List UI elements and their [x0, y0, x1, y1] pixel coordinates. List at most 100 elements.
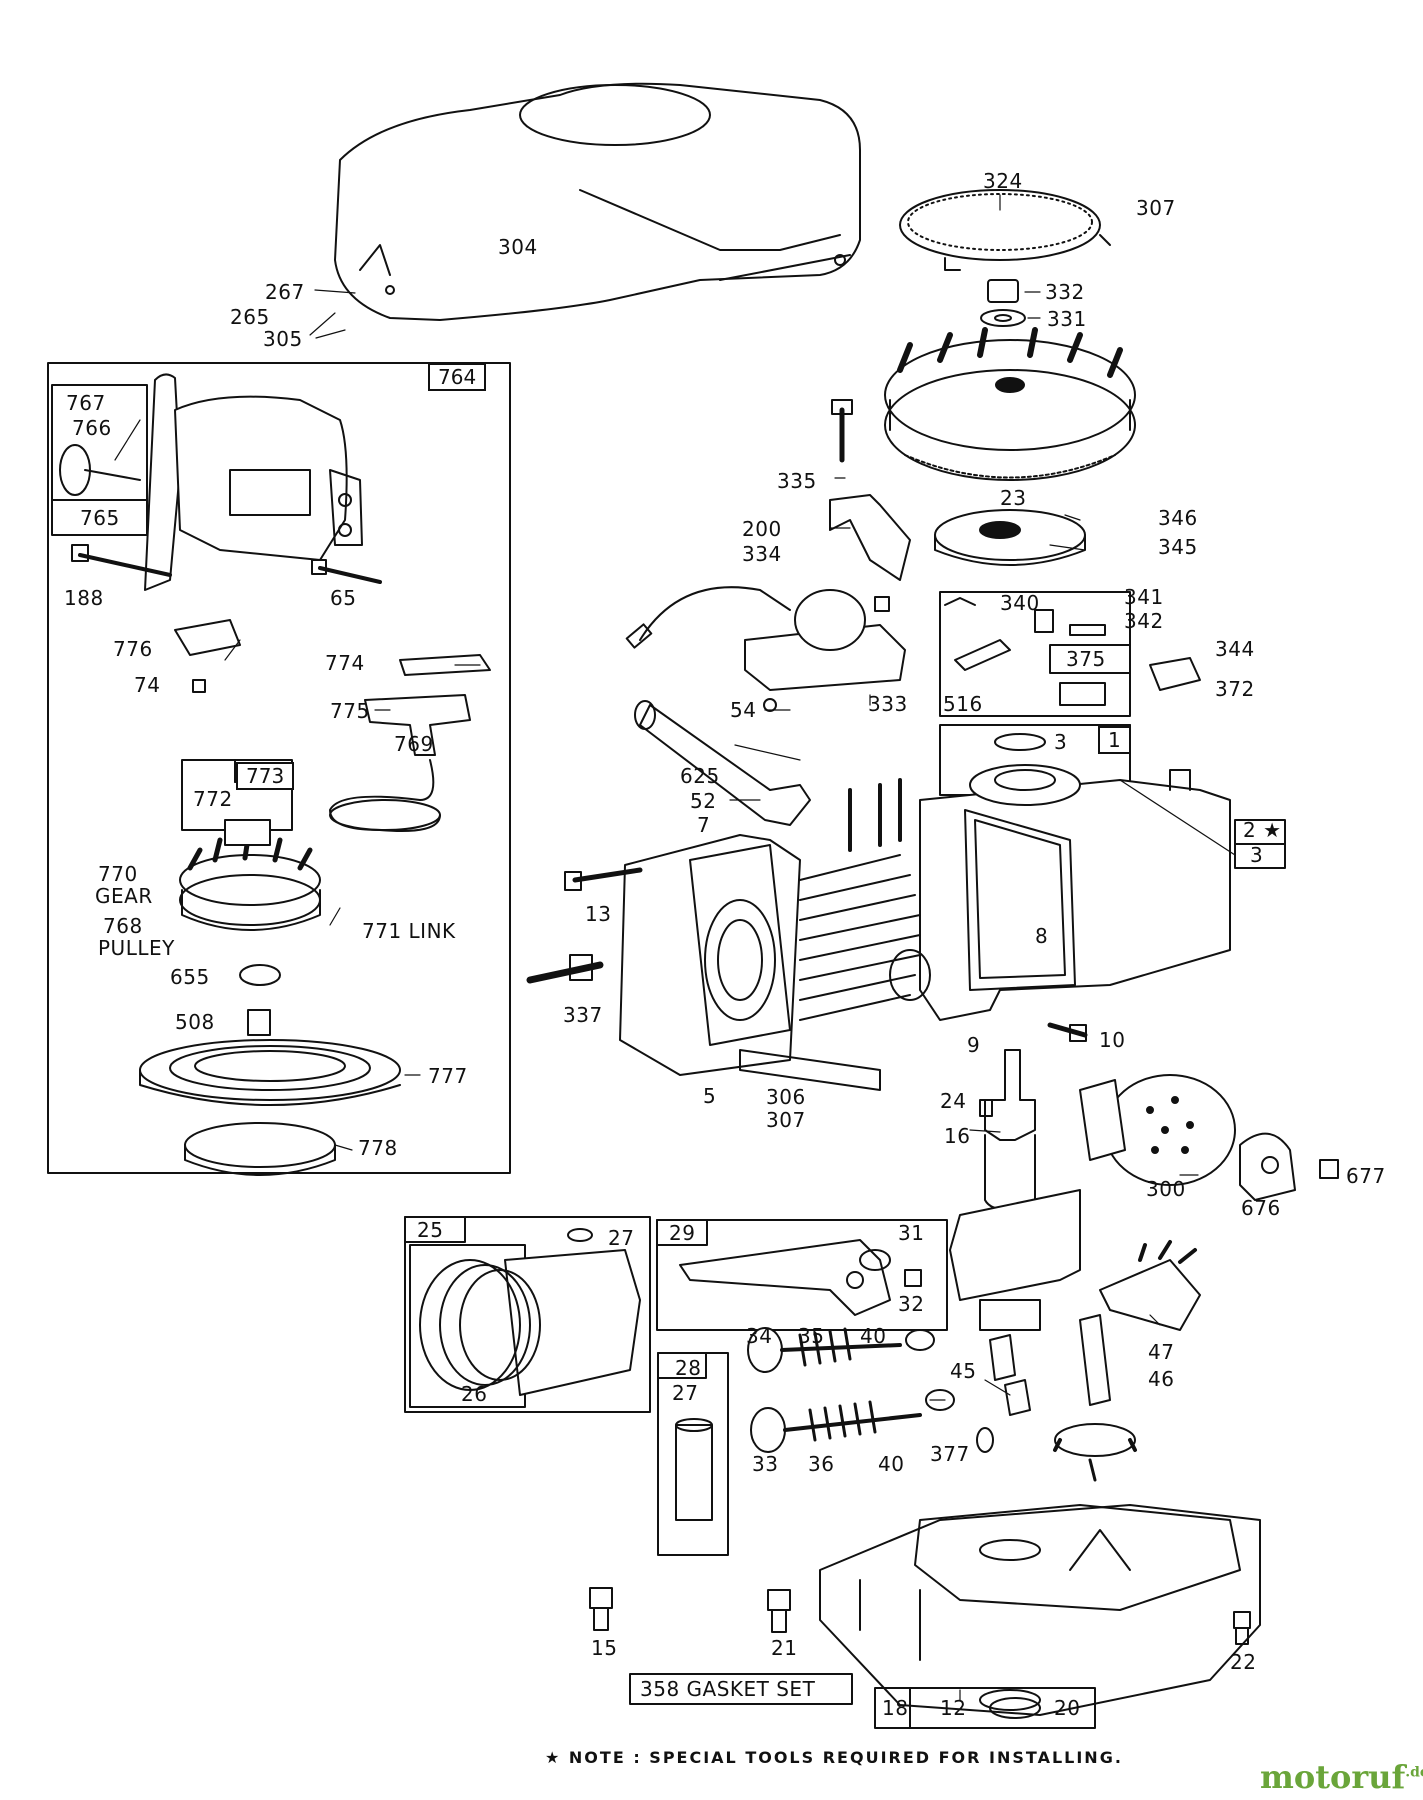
part-label-677: 677	[1346, 1164, 1386, 1188]
wrist-pin-box-drawing	[657, 1352, 729, 1556]
rewind-starter-box-drawing	[47, 362, 511, 1176]
part-label-335: 335	[777, 469, 817, 493]
crankshaft-drawing	[949, 1049, 1081, 1331]
part-label-34: 34	[746, 1324, 773, 1348]
part-label-771-link: 771 LINK	[362, 919, 456, 943]
part-label-307-bottom: 307	[766, 1108, 806, 1132]
part-label-375: 375	[1066, 647, 1106, 671]
part-label-333: 333	[868, 692, 908, 716]
part-label-3-box: 3	[1250, 843, 1264, 867]
label-boxes-drawing	[629, 1673, 1096, 1729]
part-label-344: 344	[1215, 637, 1255, 661]
part-label-767: 767	[66, 391, 106, 415]
part-label-331: 331	[1047, 307, 1087, 331]
part-label-345: 345	[1158, 535, 1198, 559]
part-label-25: 25	[417, 1218, 444, 1242]
part-label-188: 188	[64, 586, 104, 610]
part-label-33: 33	[752, 1452, 779, 1476]
part-label-40-top: 40	[860, 1324, 887, 1348]
part-label-769: 769	[394, 732, 434, 756]
points-kit-box-drawing	[939, 591, 1201, 717]
part-label-774: 774	[325, 651, 365, 675]
part-label-8: 8	[1035, 924, 1049, 948]
watermark-suffix: .de	[1405, 1764, 1423, 1781]
valves-drawing	[747, 1327, 955, 1453]
part-label-655: 655	[170, 965, 210, 989]
part-label-15: 15	[591, 1636, 618, 1660]
part-label-12: 12	[940, 1696, 967, 1720]
part-label-7: 7	[697, 813, 711, 837]
part-label-40-bottom: 40	[878, 1452, 905, 1476]
part-label-54: 54	[730, 698, 757, 722]
special-tools-note: ★ NOTE : SPECIAL TOOLS REQUIRED FOR INST…	[545, 1748, 1123, 1767]
part-label-24: 24	[940, 1089, 967, 1113]
part-label-26: 26	[461, 1382, 488, 1406]
part-label-772: 772	[193, 787, 233, 811]
part-label-307-top: 307	[1136, 196, 1176, 220]
part-label-766: 766	[72, 416, 112, 440]
part-label-372: 372	[1215, 677, 1255, 701]
part-label-22: 22	[1230, 1650, 1257, 1674]
part-label-45: 45	[950, 1359, 977, 1383]
part-label-775: 775	[330, 699, 370, 723]
nut-washer-drawing	[980, 279, 1026, 327]
part-label-306: 306	[766, 1085, 806, 1109]
part-label-27-box: 27	[672, 1381, 699, 1405]
part-label-13: 13	[585, 902, 612, 926]
part-label-74: 74	[134, 673, 161, 697]
part-label-31: 31	[898, 1221, 925, 1245]
part-label-28: 28	[675, 1356, 702, 1380]
muffler-drawing	[1079, 1074, 1339, 1201]
part-label-29: 29	[669, 1221, 696, 1245]
part-label-9: 9	[967, 1033, 981, 1057]
part-label-770: 770	[98, 862, 138, 886]
part-label-2-star: 2 ★	[1243, 818, 1282, 842]
breaker-cover-drawing	[934, 509, 1086, 566]
part-label-337: 337	[563, 1003, 603, 1027]
part-label-377: 377	[930, 1442, 970, 1466]
part-label-35: 35	[798, 1324, 825, 1348]
part-label-676: 676	[1241, 1196, 1281, 1220]
part-label-764: 764	[428, 363, 487, 391]
part-label-773: 773	[236, 762, 295, 790]
part-label-265: 265	[230, 305, 270, 329]
cylinder-block-drawing	[526, 764, 1231, 1091]
engine-base-drawing	[819, 1504, 1261, 1716]
part-label-341: 341	[1124, 585, 1164, 609]
part-label-324: 324	[983, 169, 1023, 193]
part-label-10: 10	[1099, 1028, 1126, 1052]
part-label-18: 18	[882, 1696, 909, 1720]
part-label-332: 332	[1045, 280, 1085, 304]
part-label-27-top: 27	[608, 1226, 635, 1250]
part-label-305: 305	[263, 327, 303, 351]
part-label-768-pulley: PULLEY	[98, 936, 175, 960]
dipstick-tube-drawing	[634, 698, 811, 826]
part-label-765: 765	[80, 506, 120, 530]
part-label-23: 23	[1000, 486, 1027, 510]
part-label-47: 47	[1148, 1340, 1175, 1364]
part-label-32: 32	[898, 1292, 925, 1316]
part-label-340: 340	[1000, 591, 1040, 615]
leader-lines	[114, 194, 1236, 1701]
part-label-304: 304	[498, 235, 538, 259]
part-label-200: 200	[742, 517, 782, 541]
part-label-46: 46	[1148, 1367, 1175, 1391]
drain-plugs-drawing	[589, 1587, 1251, 1645]
part-label-36: 36	[808, 1452, 835, 1476]
watermark-logo: motoruf.de	[1260, 1758, 1423, 1796]
watermark-text: motoruf	[1260, 1758, 1406, 1796]
connecting-rod-box-drawing	[656, 1219, 948, 1331]
part-label-777: 777	[428, 1064, 468, 1088]
part-label-16: 16	[944, 1124, 971, 1148]
part-label-342: 342	[1124, 609, 1164, 633]
part-label-776: 776	[113, 637, 153, 661]
part-label-516: 516	[943, 692, 983, 716]
part-label-768: 768	[103, 914, 143, 938]
part-label-346: 346	[1158, 506, 1198, 530]
part-label-300: 300	[1146, 1177, 1186, 1201]
blower-housing-drawing	[334, 82, 861, 321]
part-label-334: 334	[742, 542, 782, 566]
part-label-3-top: 3	[1054, 730, 1068, 754]
